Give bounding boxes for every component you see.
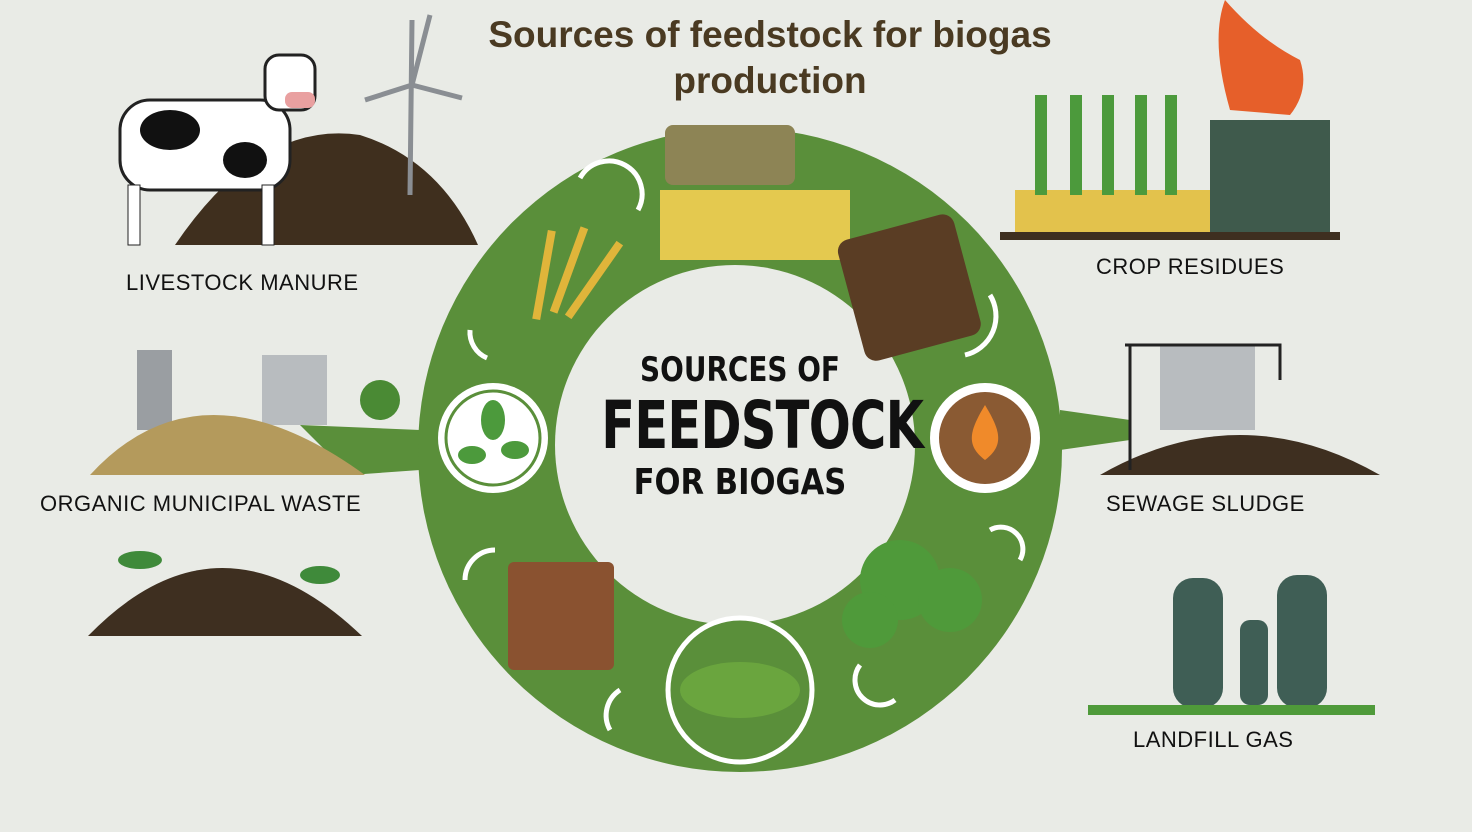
page-title: Sources of feedstock for biogas producti… <box>488 14 1052 101</box>
right-connector <box>1060 410 1130 450</box>
straw-bale-image <box>660 125 850 260</box>
wheat-image <box>532 226 624 321</box>
sewage-sludge-image <box>1100 343 1380 475</box>
municipal-waste-image <box>90 350 400 475</box>
center-line-2: FEEDSTOCK <box>601 387 924 464</box>
landfill-gas-image <box>1088 575 1375 715</box>
label-sewage-sludge: SEWAGE SLUDGE <box>1106 491 1305 516</box>
label-organic-municipal-waste: ORGANIC MUNICIPAL WASTE <box>40 491 362 516</box>
label-livestock-manure: LIVESTOCK MANURE <box>126 270 359 295</box>
center-circle <box>555 265 915 625</box>
cycle-arrows-icon <box>462 158 1026 732</box>
label-crop-residues: CROP RESIDUES <box>1096 254 1285 279</box>
flame-badge-icon <box>930 383 1040 493</box>
barrel-image <box>508 562 614 670</box>
leaf-badge-icon <box>438 383 548 493</box>
center-heading: SOURCES OF FEEDSTOCK FOR BIOGAS <box>555 350 925 503</box>
algae-badge-icon <box>665 615 815 765</box>
cow-manure-image <box>118 14 478 246</box>
compost-soil-image <box>88 551 362 636</box>
center-line-3: FOR BIOGAS <box>633 462 847 503</box>
crop-residues-image <box>1000 0 1340 240</box>
center-line-1: SOURCES OF <box>640 350 840 390</box>
label-landfill-gas: LANDFILL GAS <box>1133 727 1294 752</box>
plant-image <box>842 540 982 648</box>
left-connector <box>300 425 420 475</box>
compost-image <box>837 214 981 361</box>
